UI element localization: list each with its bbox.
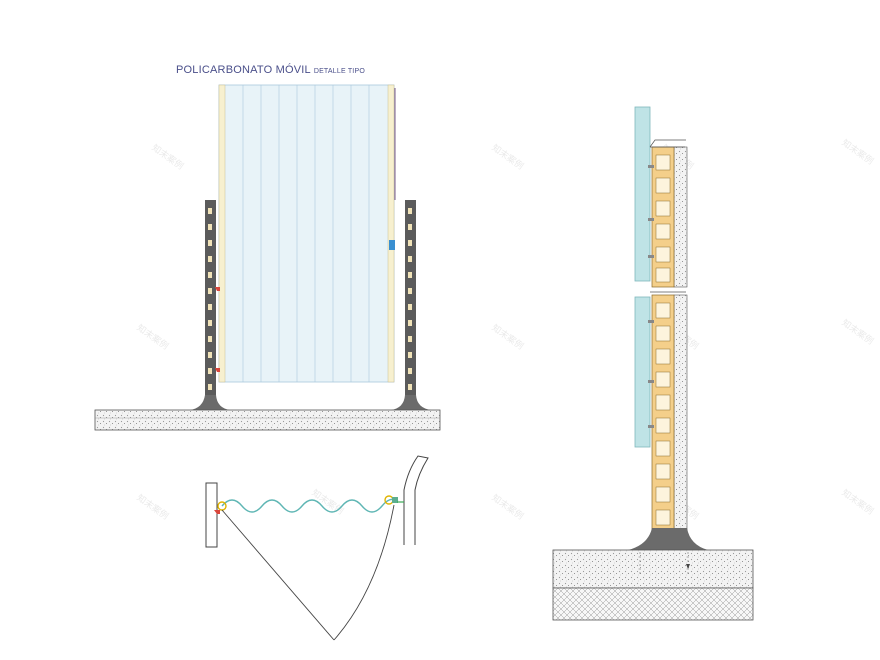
- latch-icon: [392, 497, 398, 503]
- lower-panel: [634, 296, 651, 448]
- corrugated-sheet: [221, 498, 399, 513]
- title-sub-text: DETALLE TIPO: [313, 68, 365, 75]
- right-post: [391, 200, 431, 410]
- swing-line: [221, 509, 335, 641]
- hinge-icon: [215, 287, 220, 372]
- bracket-icon: [214, 510, 220, 514]
- front-elevation: [94, 84, 441, 431]
- fixing-icon: [648, 139, 686, 428]
- title-main-text: POLICARBONATO MÓVIL: [176, 64, 311, 76]
- swing-arc: [333, 504, 395, 641]
- lower-brick-column: [651, 294, 675, 539]
- latch-icon: [389, 240, 395, 250]
- plan-view: [205, 455, 429, 641]
- foundation: [552, 549, 754, 621]
- base-fillet: [628, 528, 708, 550]
- left-post: [190, 200, 230, 410]
- wall-section: [552, 106, 754, 621]
- ground-slab: [94, 409, 441, 431]
- upper-panel: [634, 106, 651, 282]
- upper-brick-column: [651, 146, 675, 288]
- polycarbonate-panel: [218, 84, 396, 383]
